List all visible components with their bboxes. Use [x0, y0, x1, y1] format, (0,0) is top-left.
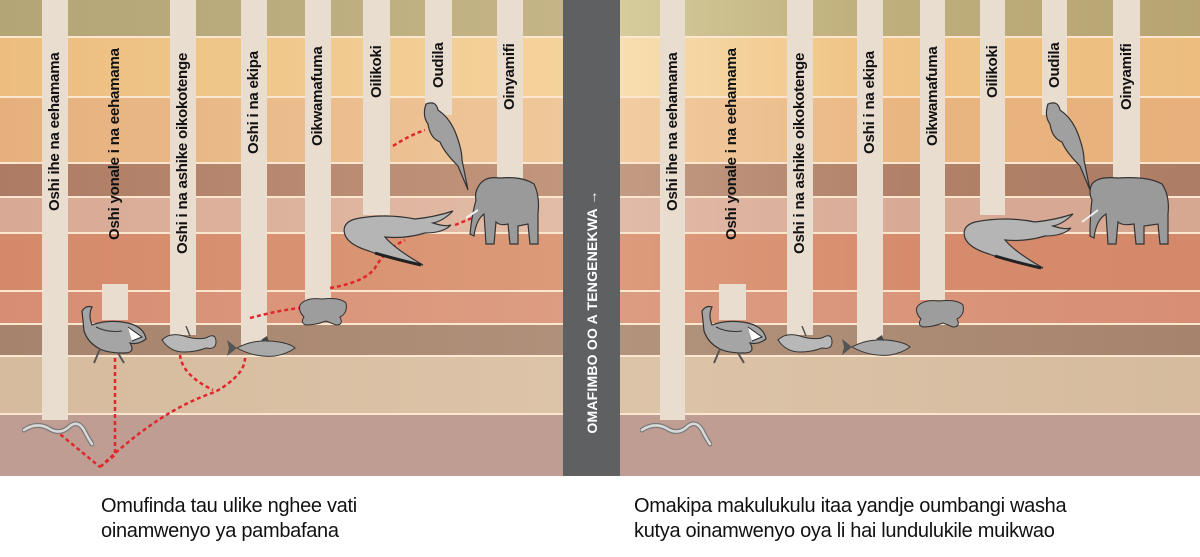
elephant-icon	[1081, 177, 1169, 245]
column-label: Oudila	[1045, 42, 1063, 88]
flat-fish-icon	[777, 326, 833, 353]
armored-fish-icon	[81, 305, 147, 364]
crocodile-icon	[343, 210, 454, 267]
flat-fish-icon	[161, 326, 217, 353]
column-1: Oshi ihe na eehamama	[660, 0, 685, 420]
column-2-stub	[102, 284, 128, 320]
stratum-9	[620, 355, 1200, 415]
column-7: Oudila	[425, 0, 452, 115]
parrot-icon	[423, 102, 469, 191]
column-label: Oshi ihe na eehamama	[663, 52, 681, 211]
stratum-9	[0, 355, 563, 415]
time-axis-label-wrap: OMAFIMBO OO A TENGENEKWA →	[582, 165, 602, 459]
time-axis-label: OMAFIMBO OO A TENGENEKWA →	[584, 190, 600, 434]
right-caption: Omakipa makulukulu itaa yandje oumbangi …	[634, 494, 1067, 544]
crocodile-icon	[963, 213, 1074, 270]
right-panel-diagram: Oshi ihe na eehamama Oshi yonale i na ee…	[620, 0, 1200, 476]
stratum-7	[620, 290, 1200, 325]
right-caption-line-1: Omakipa makulukulu itaa yandje oumbangi …	[634, 495, 1067, 517]
column-4: Oshi i na ekipa	[857, 0, 883, 345]
column-label: Oinyamifi	[1117, 43, 1135, 110]
eel-icon	[640, 421, 712, 447]
stratum-10	[620, 413, 1200, 476]
stratum-4	[0, 162, 563, 198]
column-label: Oshi yonale i na eehamama	[723, 48, 740, 240]
column-6: Oilikoki	[363, 0, 390, 215]
column-1: Oshi ihe na eehamama	[42, 0, 68, 420]
stratum-6	[0, 232, 563, 292]
left-caption-line-1: Omufinda tau ulike nghee vati	[101, 495, 357, 517]
column-6: Oilikoki	[980, 0, 1005, 215]
column-label: Oshi i na ekipa	[861, 51, 878, 154]
left-panel-diagram: Oshi ihe na eehamama Oshi yonale i na ee…	[0, 0, 563, 476]
stratum-2	[0, 36, 563, 98]
elephant-icon	[466, 177, 540, 245]
column-label: Oilikoki	[983, 45, 1001, 98]
frog-icon	[916, 300, 964, 328]
eel-icon	[22, 421, 94, 447]
column-label: Oshi i na ashike oikokotenge	[791, 52, 808, 254]
column-8: Oinyamifi	[497, 0, 523, 180]
stratum-2	[620, 36, 1200, 98]
left-caption-line-2: oinamwenyo ya pambafana	[101, 520, 339, 542]
frog-icon	[299, 298, 347, 326]
left-caption: Omufinda tau ulike nghee vati oinamwenyo…	[101, 494, 357, 544]
stratum-7	[0, 290, 563, 325]
column-3: Oshi i na ashike oikokotenge	[170, 0, 196, 335]
column-5: Oikwamafuma	[920, 0, 945, 300]
column-8: Oinyamifi	[1113, 0, 1140, 180]
stratum-3	[0, 96, 563, 164]
column-5: Oikwamafuma	[305, 0, 331, 300]
column-label: Oikwamafuma	[923, 46, 941, 146]
stratum-6	[620, 232, 1200, 292]
column-4: Oshi i na ekipa	[241, 0, 267, 345]
salmon-icon	[227, 336, 296, 357]
stratum-1	[620, 0, 1200, 37]
column-2-stub	[719, 284, 746, 320]
armored-fish-icon	[701, 305, 767, 364]
time-axis-bar: OMAFIMBO OO A TENGENEKWA →	[563, 0, 620, 476]
stratum-3	[620, 96, 1200, 164]
column-7: Oudila	[1042, 0, 1067, 115]
salmon-icon	[842, 335, 911, 356]
stratum-1	[0, 0, 563, 37]
right-caption-line-2: kutya oinamwenyo oya li hai lundulukile …	[634, 520, 1055, 542]
column-3: Oshi i na ashike oikokotenge	[787, 0, 813, 335]
